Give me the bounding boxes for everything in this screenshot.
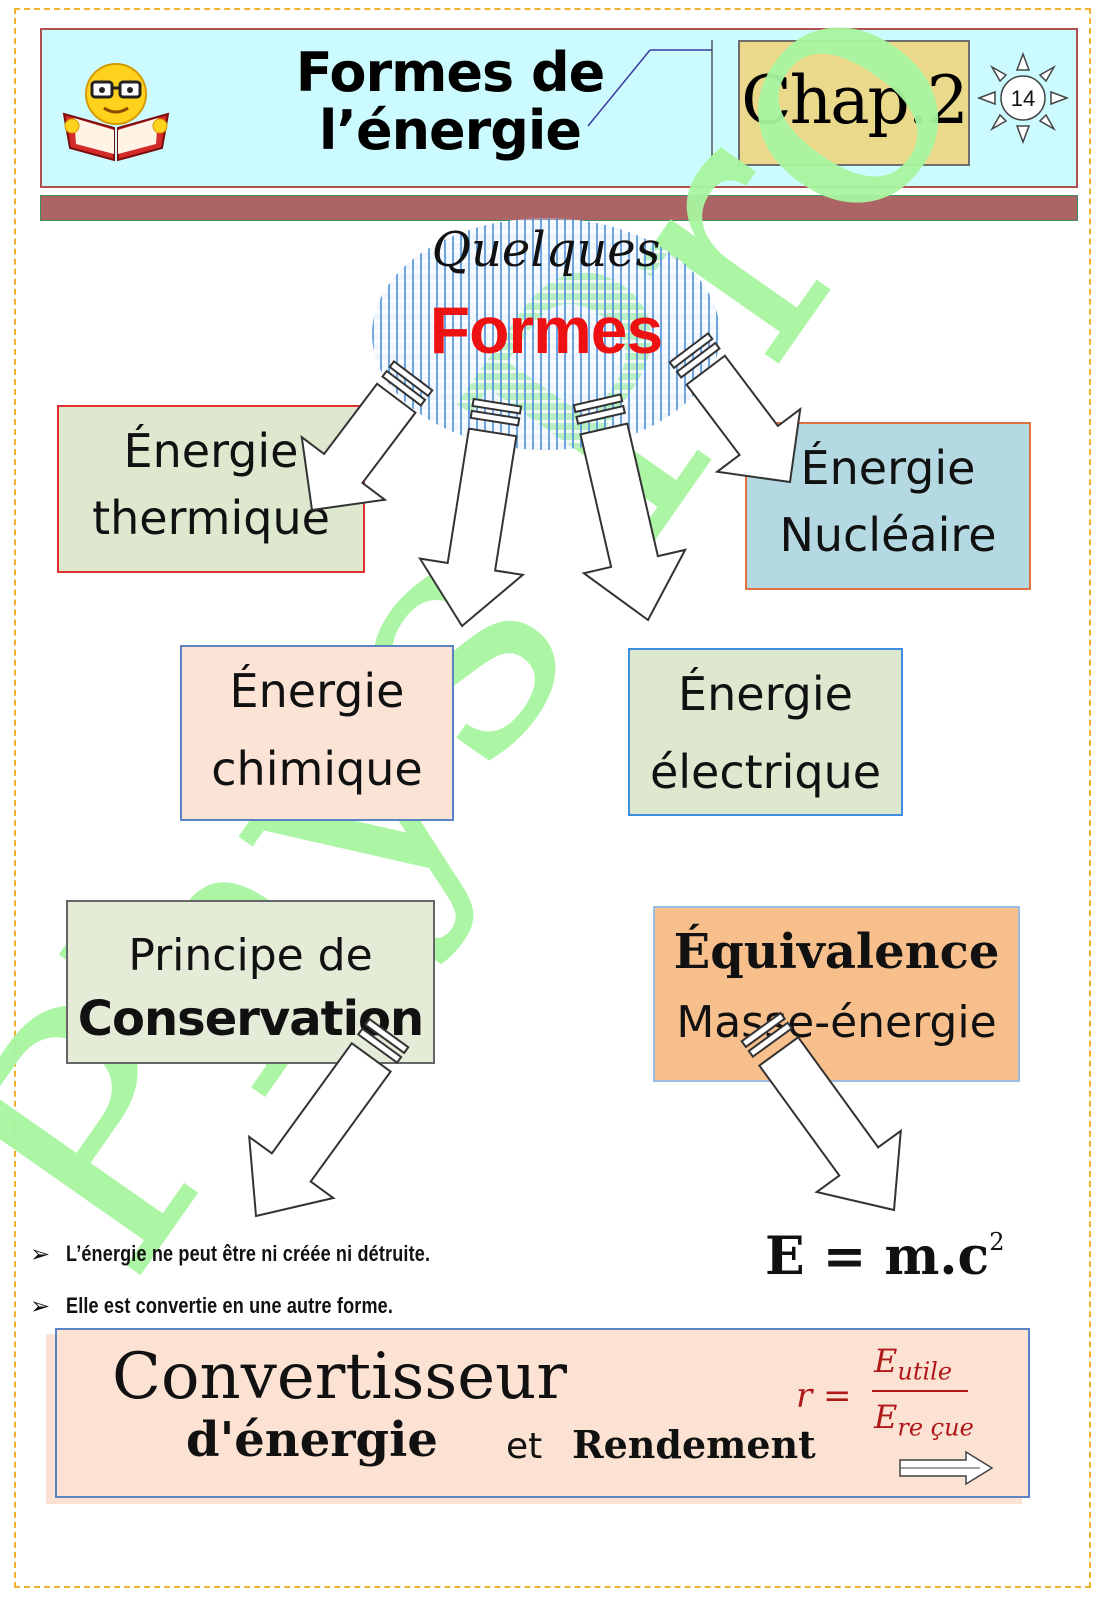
- bullet-text: L’énergie ne peut être ni créée ni détru…: [66, 1241, 431, 1266]
- chapter-badge: Chap.2: [738, 40, 970, 166]
- converter-subtitle: d'énergie: [186, 1412, 438, 1468]
- reading-smiley-icon: [62, 63, 170, 162]
- bullet-text: Elle est convertie en une autre forme.: [66, 1293, 394, 1318]
- nucleaire-line-1: Énergie: [800, 441, 976, 495]
- sun-icon: 14: [976, 51, 1070, 145]
- converter-title: Convertisseur: [112, 1340, 567, 1414]
- converter-rendement: Rendement: [572, 1422, 816, 1467]
- arrow-to-chimique: [409, 393, 550, 636]
- efficiency-denominator: Ere çue: [874, 1398, 974, 1441]
- chimique-line-1: Énergie: [229, 664, 405, 718]
- fraction-bar: [872, 1390, 968, 1392]
- converter-et: et: [506, 1426, 543, 1467]
- page-border: [14, 8, 1091, 1588]
- conservation-bullets: ➢ L’énergie ne peut être ni créée ni dét…: [30, 1228, 630, 1332]
- thermique-line-1: Énergie: [123, 424, 299, 478]
- arrow-to-formula: [718, 995, 938, 1242]
- arrow-bullet-icon: ➢: [30, 1292, 51, 1320]
- header-decoration-lines: [587, 40, 713, 164]
- electrique-line-2: électrique: [649, 745, 882, 799]
- efficiency-formula: r = Eutile Ere çue: [796, 1342, 986, 1452]
- arrow-to-thermique: [269, 343, 456, 543]
- formula-exponent: 2: [989, 1227, 1005, 1256]
- center-word-formes: Formes: [429, 293, 663, 367]
- box-energie-chimique: Énergie chimique: [180, 645, 454, 821]
- conservation-line-1: Principe de: [128, 930, 373, 981]
- arrow-to-conservation-bullets: [212, 1001, 432, 1248]
- arrow-to-electrique: [545, 387, 700, 633]
- chimique-line-2: chimique: [211, 742, 423, 796]
- list-item: ➢ L’énergie ne peut être ni créée ni dét…: [30, 1228, 630, 1280]
- formula-lhs: E = m.c: [765, 1226, 990, 1287]
- efficiency-symbol: r =: [796, 1376, 852, 1416]
- denominator-main: E: [874, 1398, 898, 1436]
- box-energie-electrique: Énergie électrique: [628, 648, 903, 816]
- electrique-line-1: Énergie: [678, 667, 853, 721]
- nucleaire-line-2: Nucléaire: [779, 508, 997, 562]
- numerator-main: E: [874, 1342, 898, 1380]
- equivalence-line-2: Masse-énergie: [676, 997, 997, 1048]
- arrow-bullet-icon: ➢: [30, 1240, 51, 1268]
- double-arrow-icon: [899, 1450, 994, 1486]
- list-item: ➢ Elle est convertie en une autre forme.: [30, 1280, 630, 1332]
- efficiency-numerator: Eutile: [874, 1342, 952, 1385]
- box-equivalence-masse-energie: Équivalence Masse-énergie: [653, 906, 1020, 1082]
- page-title: Formes de l’énergie: [240, 44, 660, 160]
- box-principe-conservation: Principe de Conservation: [66, 900, 435, 1064]
- page-number: 14: [1011, 86, 1035, 111]
- arrow-to-nucleaire: [646, 315, 833, 515]
- title-line-1: Formes de: [295, 41, 606, 104]
- cloud-pattern: [372, 218, 720, 450]
- equivalence-line-1: Équivalence: [673, 924, 1000, 980]
- numerator-sub: utile: [897, 1357, 953, 1386]
- center-word-quelques: Quelques: [431, 222, 661, 278]
- denominator-sub: re çue: [897, 1413, 974, 1442]
- converter-panel: [55, 1328, 1030, 1498]
- mass-energy-formula: E = m.c2: [765, 1226, 1025, 1287]
- title-line-2: l’énergie: [318, 99, 582, 162]
- thermique-line-2: thermique: [92, 491, 330, 545]
